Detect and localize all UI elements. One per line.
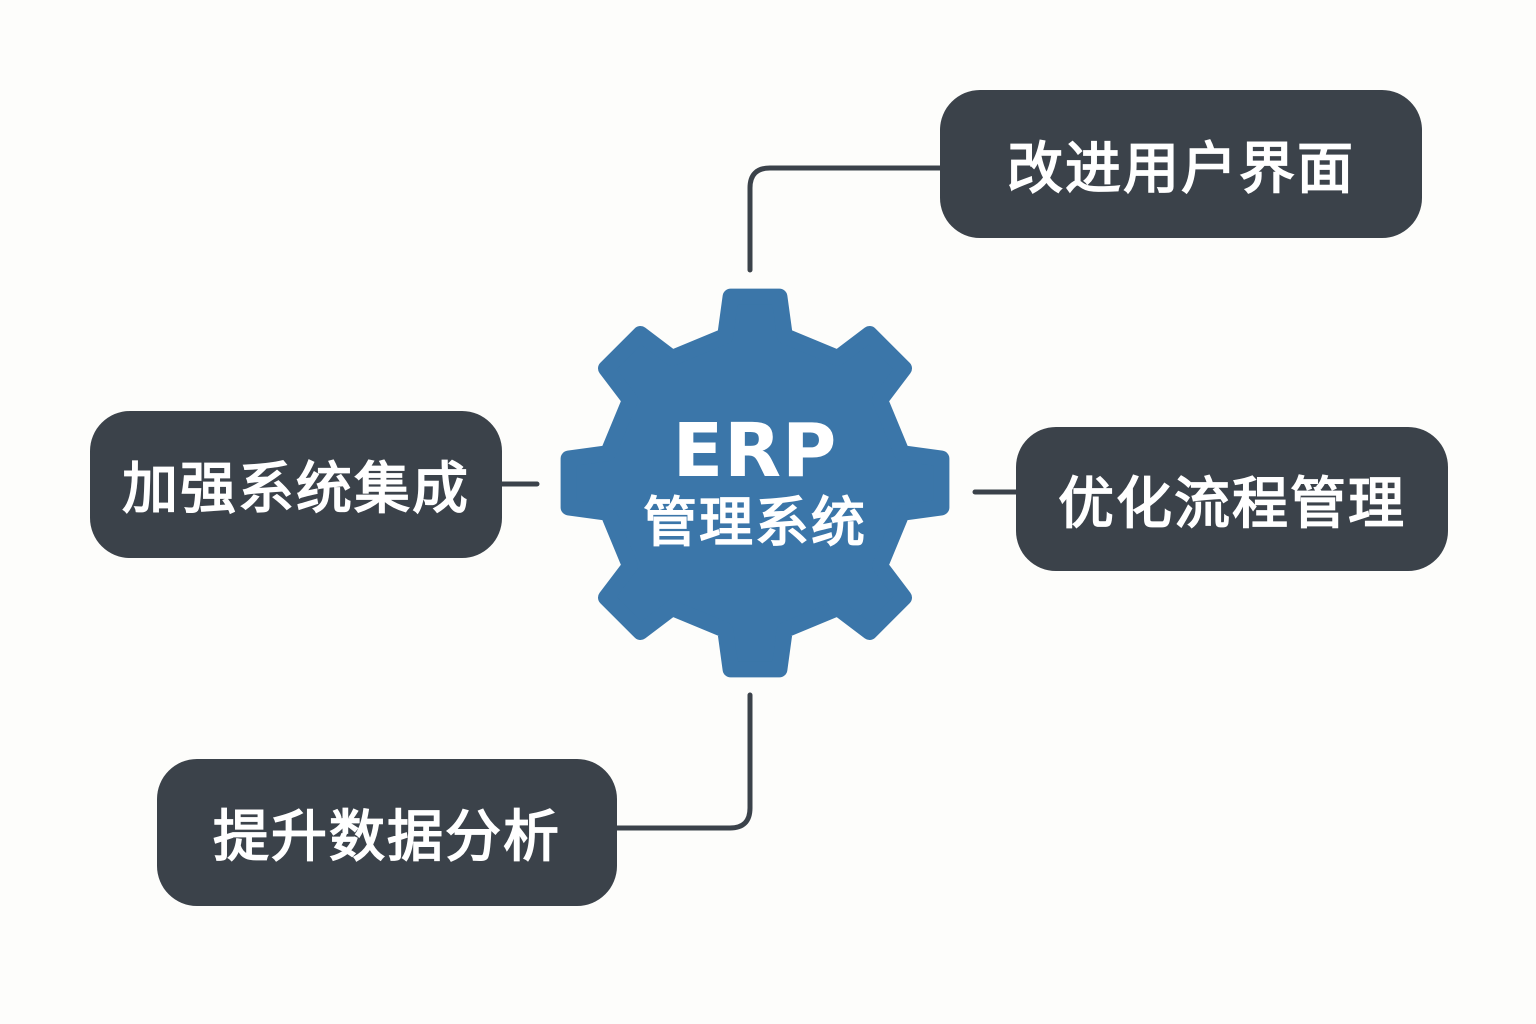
node-label: 改进用户界面 (1007, 136, 1355, 202)
center-title: ERP (672, 408, 838, 494)
connector-analytics (614, 692, 753, 831)
node-label: 优化流程管理 (1058, 471, 1406, 537)
node-label: 提升数据分析 (213, 805, 561, 870)
node-improve-user-interface: 改进用户界面 (940, 90, 1422, 238)
node-optimize-process-management: 优化流程管理 (1016, 427, 1448, 571)
connector-ui (747, 165, 943, 273)
node-strengthen-system-integration: 加强系统集成 (90, 411, 502, 558)
center-subtitle: 管理系统 (643, 491, 867, 554)
node-label: 加强系统集成 (122, 457, 470, 522)
node-enhance-data-analytics: 提升数据分析 (157, 759, 617, 906)
gear-icon (560, 288, 950, 678)
